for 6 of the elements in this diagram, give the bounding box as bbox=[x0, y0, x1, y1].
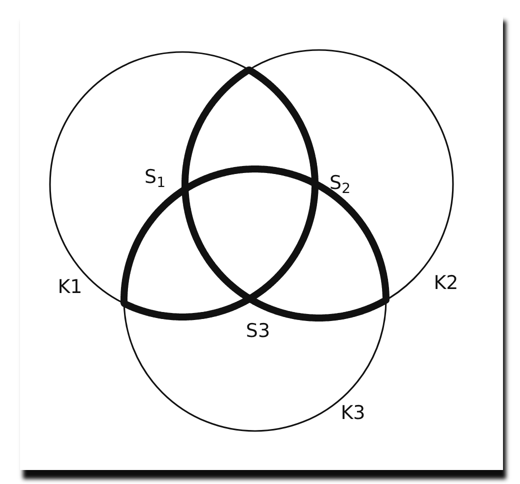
point-label: S$_{2}$ bbox=[330, 173, 350, 193]
circle-label: K1 bbox=[58, 277, 82, 297]
point-label: S$_{1}$ bbox=[144, 167, 166, 187]
circle-label: K3 bbox=[340, 403, 366, 423]
circle-label: K2 bbox=[434, 273, 458, 293]
point-label: S3 bbox=[246, 321, 270, 341]
